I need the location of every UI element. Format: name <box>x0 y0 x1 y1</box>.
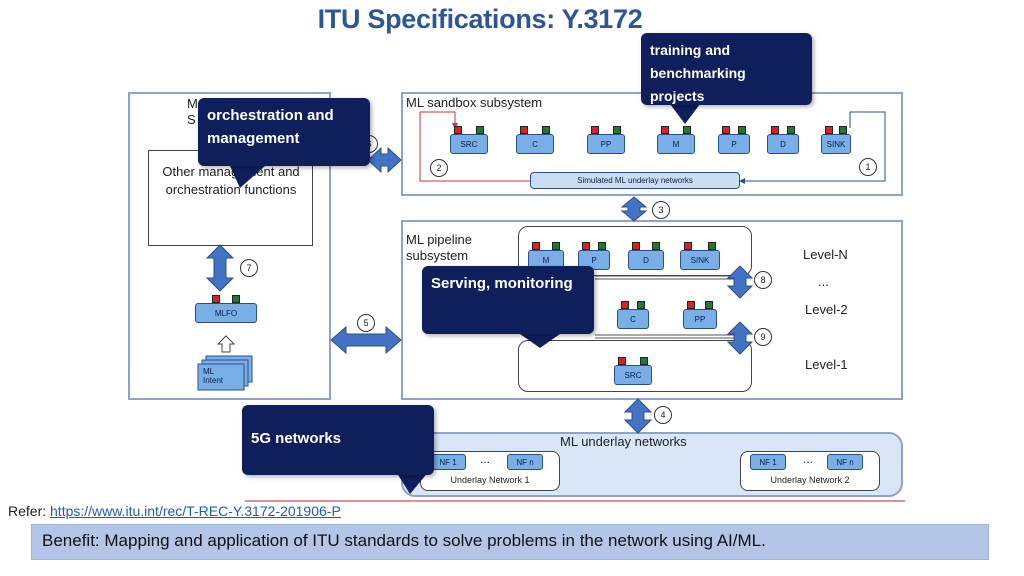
sandbox-subsystem-title: ML sandbox subsystem <box>406 95 543 110</box>
ml-intent-label: ML Intent <box>203 367 224 385</box>
networks-callout: 5G networks <box>242 405 434 475</box>
step-number-7: 7 <box>240 259 258 277</box>
level-n-label: Level-N <box>803 247 848 262</box>
underlay-networks-title: ML underlay networks <box>560 434 687 449</box>
pipeline-node-sink: SINK <box>680 242 720 270</box>
orchestration-callout-pointer <box>230 166 265 188</box>
net1-dots: ... <box>480 452 491 466</box>
intent-arrow <box>216 335 236 353</box>
benefit-banner: Benefit: Mapping and application of ITU … <box>31 524 989 560</box>
sandbox-node-src: SRC <box>450 126 488 154</box>
sandbox-node-c: C <box>516 126 554 154</box>
pipeline-node-d: D <box>628 242 664 270</box>
serving-callout: Serving, monitoring <box>422 266 594 334</box>
arrow-7 <box>205 244 235 292</box>
pipeline-node-src: SRC <box>614 357 652 385</box>
level-1-label: Level-1 <box>805 357 848 372</box>
mlfo-node: MLFO <box>195 295 257 323</box>
training-callout-pointer <box>670 104 700 124</box>
net1-nf1: NF 1 <box>430 454 466 470</box>
step-number-5: 5 <box>357 314 375 332</box>
level-dots-label: ... <box>818 274 829 289</box>
net2-nfn: NF n <box>827 454 863 470</box>
arrow-5 <box>330 325 402 355</box>
page-title: ITU Specifications: Y.3172 <box>317 4 643 34</box>
networks-callout-pointer <box>395 470 430 494</box>
net1-nfn: NF n <box>507 454 543 470</box>
pipeline-node-m: M <box>528 242 564 270</box>
pipeline-node-p: P <box>578 242 610 270</box>
arrow-8 <box>726 265 754 299</box>
step-number-1: 1 <box>859 158 877 176</box>
reference-link[interactable]: https://www.itu.int/rec/T-REC-Y.3172-201… <box>50 503 341 519</box>
sandbox-node-d: D <box>767 126 799 154</box>
pipeline-node-c: C <box>617 301 649 329</box>
other-functions-label: Other management and orchestration funct… <box>162 164 300 197</box>
simulated-underlay-bar: Simulated ML underlay networks <box>530 172 740 189</box>
step-number-4: 4 <box>654 406 672 424</box>
pipeline-node-pp: PP <box>683 301 717 329</box>
step-number-2: 2 <box>430 159 448 177</box>
training-callout: training and benchmarking projects <box>641 33 812 105</box>
arrow-4 <box>623 398 653 434</box>
level-2-label: Level-2 <box>805 302 848 317</box>
net1-label: Underlay Network 1 <box>450 475 530 485</box>
management-panel-title-partial: M <box>187 96 198 111</box>
arrow-9 <box>726 321 754 355</box>
sandbox-node-m: M <box>657 126 695 154</box>
reference-line: Refer: https://www.itu.int/rec/T-REC-Y.3… <box>8 503 341 519</box>
net2-label: Underlay Network 2 <box>770 475 850 485</box>
step-number-9: 9 <box>754 328 772 346</box>
step-number-8: 8 <box>754 271 772 289</box>
sandbox-sink-line <box>739 111 886 184</box>
management-panel-title-partial-2: S <box>187 112 196 127</box>
net2-dots: ... <box>803 452 814 466</box>
pipeline-subsystem-title: ML pipeline subsystem <box>406 232 473 263</box>
step-number-3: 3 <box>652 201 670 219</box>
arrow-6 <box>367 146 402 174</box>
sandbox-loop-line <box>419 111 530 182</box>
orchestration-callout: orchestration and management <box>198 98 370 166</box>
sandbox-node-sink: SINK <box>821 126 851 154</box>
sandbox-node-p: P <box>718 126 750 154</box>
net2-nf1: NF 1 <box>750 454 786 470</box>
arrow-3 <box>620 196 648 222</box>
sandbox-node-pp: PP <box>587 126 625 154</box>
serving-callout-pointer <box>520 334 560 348</box>
reference-label: Refer: <box>8 503 47 519</box>
